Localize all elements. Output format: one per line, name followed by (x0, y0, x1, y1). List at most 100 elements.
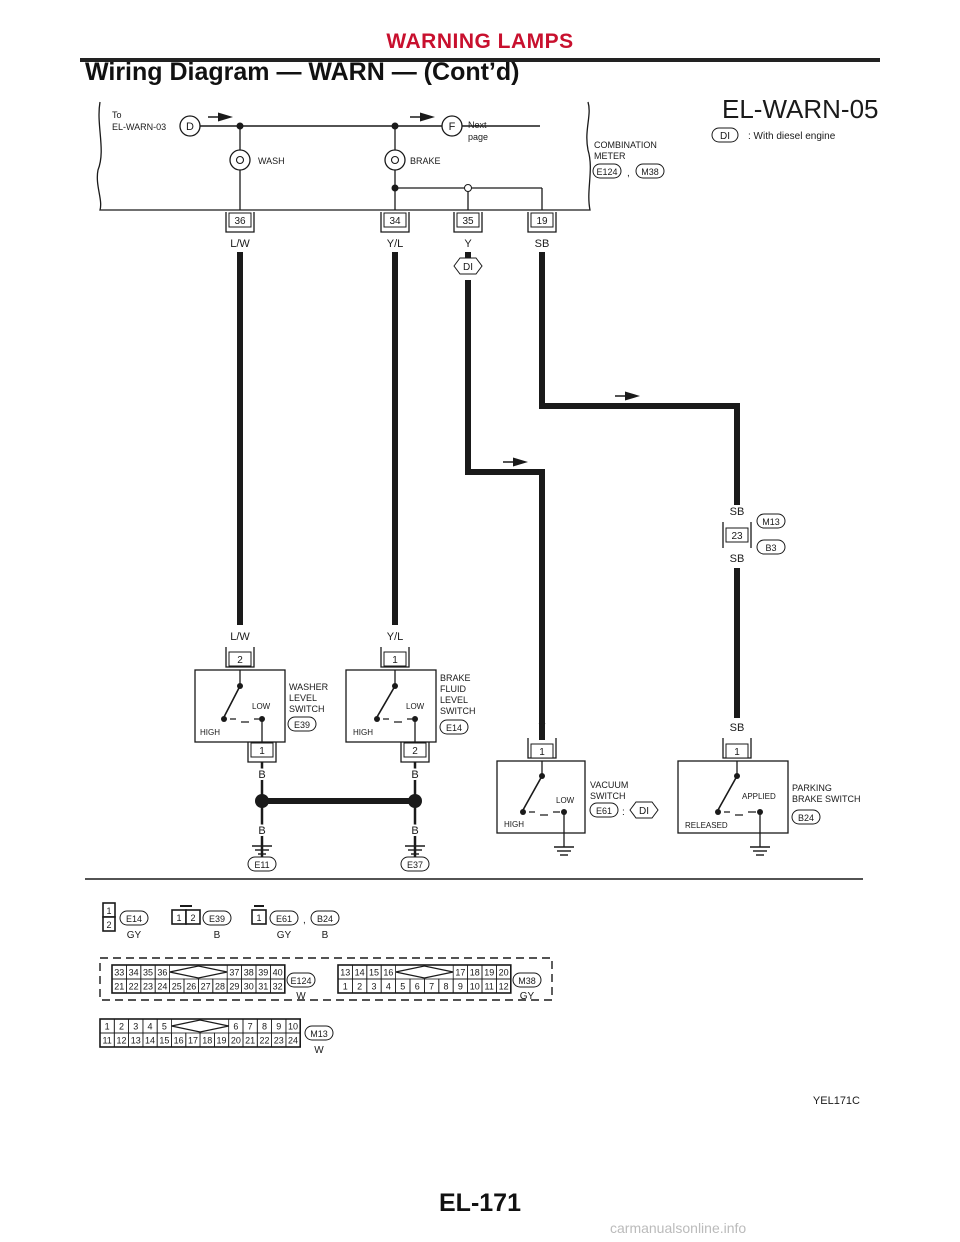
watermark: carmanualsonline.info (610, 1220, 747, 1236)
switch-body (345, 669, 437, 743)
pin-number: 7 (248, 1022, 253, 1032)
conn-tag[interactable] (119, 910, 149, 926)
pin-number: 13 (131, 1036, 141, 1046)
conn-tag[interactable] (310, 910, 340, 926)
brake-fluid-level-switch: Y/L 1 LOW HIGH 2 BRAKE FLUID LEVEL SWITC… (345, 631, 476, 763)
parking-brake-switch: SB 1 APPLIED RELEASED PARKING BRAKE SWIT… (677, 722, 861, 856)
conn-label: B24 (317, 914, 333, 924)
connector-tag-b24[interactable] (791, 809, 821, 825)
conn-label: E11 (254, 860, 269, 870)
switch-label: WASHER (289, 682, 329, 692)
pin-number: 30 (244, 982, 254, 992)
pin-number: 28 (215, 982, 225, 992)
junction-dot (391, 122, 399, 130)
ground-icon (405, 845, 425, 855)
wire-y[interactable] (465, 280, 545, 740)
pin-number: 40 (273, 968, 283, 978)
pin-number: 25 (172, 982, 182, 992)
wire-sb[interactable] (539, 252, 740, 505)
conn-tag-m13[interactable]: M13 (304, 1025, 334, 1041)
diagram-code: EL-WARN-05 (722, 94, 879, 124)
connector-m13-b3[interactable]: 23 (722, 522, 752, 548)
label-bg: B (411, 825, 418, 837)
separator: , (627, 168, 630, 179)
conn-tag[interactable] (202, 910, 232, 926)
connector-view-e14: 1 2 E14 GY (102, 902, 149, 941)
colon: : (622, 807, 625, 818)
pin-label: 1 (259, 746, 265, 757)
pin-number: 1 (343, 982, 348, 992)
pin-label: 35 (462, 216, 474, 227)
switch-body (496, 760, 586, 834)
figure-id: YEL171C (813, 1095, 860, 1107)
pin-number: 5 (400, 982, 405, 992)
di-tag-label: DI (639, 806, 649, 817)
terminal-34[interactable]: 34 (380, 212, 410, 233)
next-page-label: page (468, 132, 488, 142)
connector-tag-e39[interactable] (287, 716, 317, 732)
connector-tag-e61[interactable] (589, 802, 619, 818)
pin-number: 29 (229, 982, 239, 992)
continuation-d[interactable]: D (179, 115, 201, 137)
pin-label: 1 (734, 747, 740, 758)
pin-cell (269, 978, 286, 994)
ground-connector-e11[interactable] (247, 856, 277, 872)
switch-label: PARKING (792, 783, 832, 793)
junction-dot (236, 122, 244, 130)
legend-tag-shape (711, 127, 739, 143)
pin-number: 6 (415, 982, 420, 992)
connector-tag-m13[interactable]: M13 (756, 513, 786, 529)
pin-cell (495, 978, 512, 994)
pin-number: 19 (484, 968, 494, 978)
ground-connector-e37[interactable] (400, 856, 430, 872)
wire-color: Y/L (387, 238, 404, 250)
pin-number: 20 (499, 968, 509, 978)
pin-label: 1 (106, 906, 111, 916)
legend: DI : With diesel engine (711, 127, 836, 143)
terminal-19[interactable]: 19 (527, 212, 557, 233)
pin-number: 18 (202, 1036, 212, 1046)
ground-icon (750, 846, 770, 856)
pin-number: 4 (386, 982, 391, 992)
conn-color: GY (520, 991, 535, 1002)
wire-color: L/W (230, 631, 250, 643)
pin-label: 23 (731, 531, 743, 542)
pin-label: 1 (176, 913, 181, 923)
conn-tag-m38[interactable]: M38 (512, 972, 542, 988)
conn-label: M13 (762, 517, 780, 527)
wire-color: SB (730, 722, 745, 734)
pin-number: 36 (157, 968, 167, 978)
pin-cell (285, 1032, 301, 1048)
meter-connector-m38[interactable]: M38 (635, 163, 665, 179)
pin-number: 14 (145, 1036, 155, 1046)
terminal-36[interactable]: 36 (225, 212, 255, 233)
connector-tag-b3[interactable]: B3 (756, 539, 786, 555)
pin-number: 9 (458, 982, 463, 992)
meter-connector-e124[interactable]: E124 (592, 163, 622, 179)
switch-label: VACUUM (590, 780, 628, 790)
brake-lamp-label: BRAKE (410, 156, 441, 166)
conn-tag-e124[interactable]: E124 (286, 972, 316, 988)
meter-label: COMBINATION (594, 140, 657, 150)
conn-tag[interactable] (269, 910, 299, 926)
pin-number: 17 (188, 1036, 198, 1046)
connector-tag-e14[interactable] (439, 719, 469, 735)
pin-box (228, 651, 252, 667)
pin-number: 8 (262, 1022, 267, 1032)
pin-number: 12 (116, 1036, 126, 1046)
pin-number: 32 (273, 982, 283, 992)
conn-label: E61 (596, 806, 612, 816)
terminal-35[interactable]: 35 (453, 212, 483, 233)
pin-label: 1 (539, 747, 545, 758)
pin-number: 16 (383, 968, 393, 978)
low-label: LOW (556, 796, 575, 805)
pin-number: 23 (274, 1036, 284, 1046)
high-label: HIGH (200, 728, 220, 737)
wire-color: SB (730, 553, 745, 565)
continuation-f[interactable]: F (441, 115, 463, 137)
conn-color: GY (127, 930, 142, 941)
conn-label: B3 (765, 543, 776, 553)
